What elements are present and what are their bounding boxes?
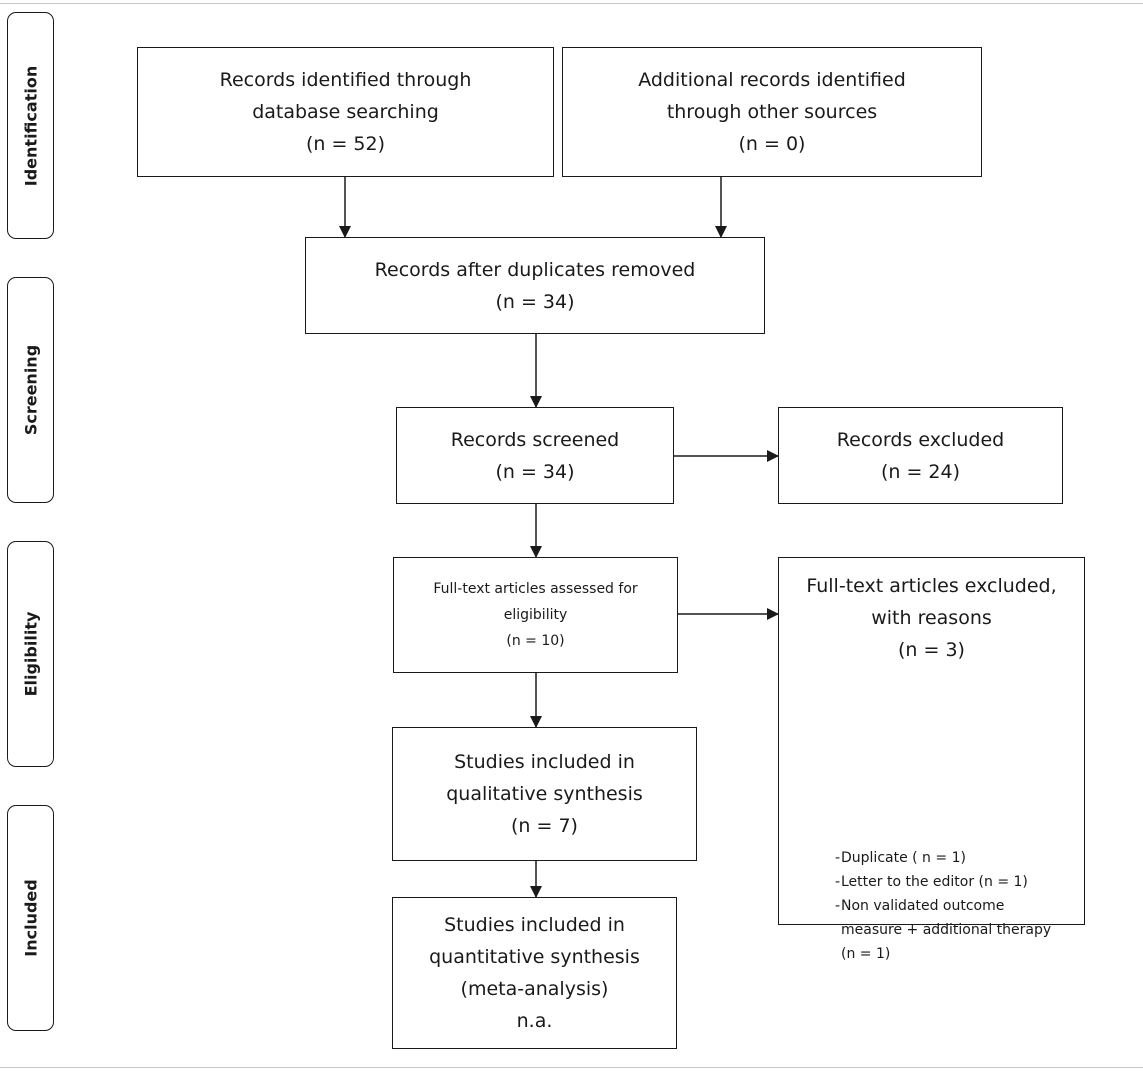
box-text: Full-text articles assessed for	[433, 581, 638, 597]
box-count: (n = 10)	[506, 633, 565, 649]
box-text: quantitative synthesis	[429, 946, 640, 968]
box-text: database searching	[252, 101, 439, 123]
box-count: (n = 34)	[495, 290, 575, 313]
box-text: Records identified through	[219, 69, 472, 91]
exclusion-reason: Duplicate ( n = 1)	[779, 846, 1084, 870]
box-count: (n = 24)	[880, 460, 961, 483]
exclusion-reason: Non validated outcome measure + addition…	[779, 894, 1084, 966]
box-count: (n = 3)	[898, 639, 965, 661]
box-full-text-excluded: Full-text articles excluded, with reason…	[778, 557, 1085, 962]
box-text: Records excluded	[836, 428, 1005, 451]
box-qualitative-synthesis: Studies included in qualitative synthesi…	[392, 727, 697, 861]
exclusion-reasons-list: Duplicate ( n = 1) Letter to the editor …	[779, 846, 1084, 966]
box-text: qualitative synthesis	[446, 783, 643, 805]
box-text: eligibility	[503, 607, 568, 623]
box-text: Records screened	[450, 428, 620, 451]
box-text: Studies included in	[444, 914, 625, 936]
stage-eligibility: Eligibility	[7, 541, 54, 767]
box-text: Records after duplicates removed	[374, 258, 696, 281]
box-text: Full-text articles excluded,	[806, 575, 1057, 597]
box-quantitative-synthesis: Studies included in quantitative synthes…	[392, 897, 677, 1049]
box-count: (n = 34)	[495, 460, 575, 483]
box-count: (n = 0)	[738, 133, 806, 155]
top-rule	[0, 3, 1143, 4]
exclusion-reason: Letter to the editor (n = 1)	[779, 870, 1084, 894]
box-duplicates-removed: Records after duplicates removed (n = 34…	[305, 237, 765, 334]
box-other-sources: Additional records identified through ot…	[562, 47, 982, 177]
box-text: through other sources	[666, 101, 878, 123]
box-text: Studies included in	[454, 751, 635, 773]
box-records-screened: Records screened (n = 34)	[396, 407, 674, 504]
stage-identification: Identification	[7, 12, 54, 239]
stage-screening: Screening	[7, 277, 54, 503]
box-text: with reasons	[871, 607, 992, 629]
box-database-search: Records identified through database sear…	[137, 47, 554, 177]
box-records-excluded: Records excluded (n = 24)	[778, 407, 1063, 504]
box-text: Additional records identified	[638, 69, 906, 91]
box-text: (meta-analysis)	[460, 978, 609, 1000]
box-full-text-assessed: Full-text articles assessed for eligibil…	[393, 557, 678, 673]
box-count: (n = 7)	[511, 815, 578, 837]
bottom-rule	[0, 1067, 1143, 1068]
box-count: (n = 52)	[305, 133, 386, 155]
box-count: n.a.	[516, 1010, 553, 1032]
stage-included: Included	[7, 805, 54, 1031]
